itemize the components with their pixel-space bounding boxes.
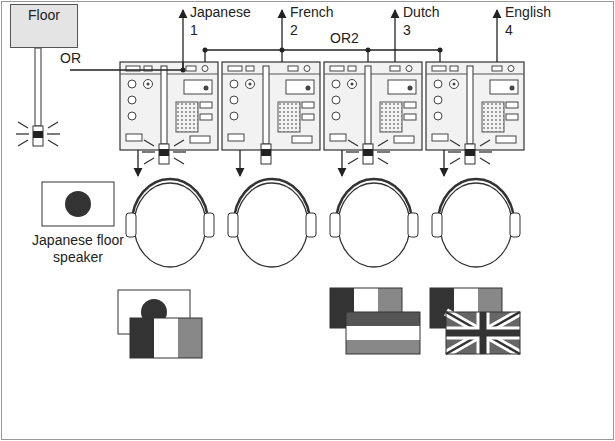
channel-label: OR2 bbox=[330, 30, 359, 46]
channel-number: 4 bbox=[505, 22, 513, 38]
interpreter-desk bbox=[222, 62, 320, 150]
channel-label: Japanese floor speaker bbox=[30, 232, 126, 266]
drawing-part bbox=[281, 10, 282, 50]
drawing-part bbox=[446, 312, 520, 354]
listener-head bbox=[228, 179, 316, 267]
drawing-part bbox=[239, 150, 240, 176]
listener-head bbox=[432, 179, 520, 267]
channel-number: 2 bbox=[290, 22, 298, 38]
lit-signal bbox=[16, 122, 60, 146]
drawing-part bbox=[366, 48, 371, 53]
microphone bbox=[363, 66, 373, 164]
french-flag bbox=[130, 318, 202, 358]
floor-unit: Floor bbox=[10, 4, 78, 48]
listener-head bbox=[126, 179, 214, 267]
drawing-part bbox=[446, 312, 520, 354]
channel-label: French bbox=[290, 4, 334, 20]
junction-dots bbox=[181, 48, 443, 73]
interpreter-desk bbox=[324, 62, 422, 150]
drawing-part bbox=[346, 326, 420, 340]
japanese-flag bbox=[42, 182, 114, 226]
drawing-part bbox=[346, 340, 420, 354]
drawing-part bbox=[446, 312, 520, 354]
microphone bbox=[465, 66, 475, 164]
drawing-part bbox=[446, 312, 520, 354]
drawing-part bbox=[182, 10, 183, 70]
interpreter-desk bbox=[120, 62, 218, 150]
uk-flag bbox=[446, 312, 520, 354]
drawing-part bbox=[496, 10, 497, 62]
drawing-part bbox=[446, 312, 520, 354]
drawing-part bbox=[346, 312, 420, 354]
drawing-part bbox=[443, 150, 444, 176]
channel-label: Dutch bbox=[403, 4, 440, 20]
floor-microphone bbox=[33, 48, 43, 146]
channel-label: English bbox=[505, 4, 551, 20]
interpreter-desk bbox=[426, 62, 524, 150]
channel-label: Japanese bbox=[190, 4, 251, 20]
drawing-part bbox=[346, 312, 420, 326]
drawing-part bbox=[446, 312, 520, 354]
lit-signal bbox=[142, 140, 186, 164]
drawing-part bbox=[280, 48, 285, 53]
drawing-part bbox=[341, 150, 342, 176]
listener-head bbox=[330, 179, 418, 267]
drawing-part bbox=[181, 68, 186, 73]
drawing-part bbox=[205, 49, 440, 50]
drawing-part bbox=[346, 312, 420, 326]
channel-label: OR bbox=[60, 50, 81, 66]
drawing-part bbox=[394, 10, 395, 62]
output-arrows bbox=[138, 150, 444, 176]
microphone bbox=[261, 66, 271, 164]
drawing-part bbox=[137, 150, 138, 176]
channel-number: 1 bbox=[190, 22, 198, 38]
drawing-part bbox=[438, 48, 443, 53]
microphone bbox=[159, 66, 169, 164]
lit-signal bbox=[448, 140, 492, 164]
dutch-flag bbox=[346, 312, 420, 354]
drawing-part bbox=[70, 62, 183, 70]
drawing-part bbox=[203, 48, 208, 53]
unit-label: Floor bbox=[11, 5, 77, 23]
lit-signal bbox=[346, 140, 390, 164]
channel-number: 3 bbox=[403, 22, 411, 38]
